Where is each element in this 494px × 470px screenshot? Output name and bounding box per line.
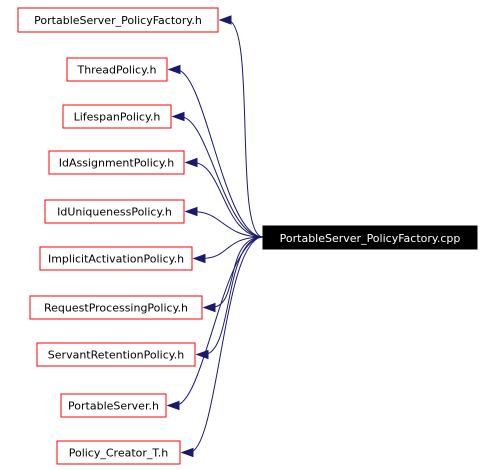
include-node-threadpolicy-h[interactable]: ThreadPolicy.h bbox=[66, 57, 168, 82]
include-node-label: ThreadPolicy.h bbox=[76, 64, 156, 77]
arrowhead-icon bbox=[167, 64, 181, 75]
include-node-policy-creator-t-h[interactable]: Policy_Creator_T.h bbox=[56, 440, 181, 465]
include-node-box bbox=[29, 295, 203, 320]
include-node-iduniquenesspolicy-h[interactable]: IdUniquenessPolicy.h bbox=[44, 199, 185, 224]
include-node-box bbox=[39, 246, 193, 271]
arrowhead-icon bbox=[202, 302, 216, 313]
edge-lifespanpolicy-h bbox=[179, 116, 264, 238]
arrowhead-icon bbox=[195, 349, 209, 360]
include-node-label: ImplicitActivationPolicy.h bbox=[48, 253, 184, 266]
arrowhead-icon bbox=[184, 157, 198, 168]
include-node-box bbox=[44, 199, 185, 224]
arrowhead-icon bbox=[192, 253, 206, 264]
include-node-box bbox=[17, 7, 219, 33]
edge-portableserver-policyfactory-h bbox=[226, 19, 264, 238]
include-node-label: RequestProcessingPolicy.h bbox=[44, 302, 188, 315]
include-node-implicitactivationpolicy-h[interactable]: ImplicitActivationPolicy.h bbox=[39, 246, 193, 271]
include-node-box bbox=[56, 440, 181, 465]
edges-layer bbox=[166, 15, 264, 458]
edge-requestprocessingpolicy-h bbox=[210, 236, 264, 308]
include-node-box bbox=[48, 150, 185, 175]
include-node-box bbox=[66, 57, 168, 82]
edge-policy-creator-t-h bbox=[188, 236, 264, 453]
edge-iduniquenesspolicy-h bbox=[192, 211, 264, 238]
root-node-source-file[interactable]: PortableServer_PolicyFactory.cpp bbox=[262, 225, 478, 250]
include-node-label: PortableServer.h bbox=[68, 400, 159, 413]
include-node-label: ServantRetentionPolicy.h bbox=[48, 349, 184, 362]
include-node-portableserver-policyfactory-h[interactable]: PortableServer_PolicyFactory.h bbox=[17, 7, 219, 33]
include-node-servantretentionpolicy-h[interactable]: ServantRetentionPolicy.h bbox=[36, 342, 196, 367]
include-node-label: LifespanPolicy.h bbox=[74, 111, 161, 124]
include-node-label: IdAssignmentPolicy.h bbox=[59, 157, 175, 170]
include-node-label: Policy_Creator_T.h bbox=[69, 447, 169, 460]
root-node-label: PortableServer_PolicyFactory.cpp bbox=[280, 232, 461, 245]
arrowhead-icon bbox=[166, 400, 180, 411]
arrowhead-icon bbox=[171, 111, 185, 122]
include-node-lifespanpolicy-h[interactable]: LifespanPolicy.h bbox=[62, 104, 172, 129]
nodes-layer: PortableServer_PolicyFactory.cpp Portabl… bbox=[17, 7, 478, 465]
include-node-box bbox=[36, 342, 196, 367]
root-node-box bbox=[262, 225, 478, 250]
arrowhead-icon bbox=[180, 447, 194, 458]
include-node-label: IdUniquenessPolicy.h bbox=[57, 206, 172, 219]
include-node-box bbox=[60, 393, 167, 418]
arrowhead-icon bbox=[184, 206, 198, 217]
edge-idassignmentpolicy-h bbox=[192, 162, 264, 238]
include-node-label: PortableServer_PolicyFactory.h bbox=[34, 14, 202, 27]
edge-servantretentionpolicy-h bbox=[203, 236, 264, 355]
include-node-portableserver-h[interactable]: PortableServer.h bbox=[60, 393, 167, 418]
include-node-idassignmentpolicy-h[interactable]: IdAssignmentPolicy.h bbox=[48, 150, 185, 175]
include-node-requestprocessingpolicy-h[interactable]: RequestProcessingPolicy.h bbox=[29, 295, 203, 320]
edge-implicitactivationpolicy-h bbox=[200, 236, 264, 259]
edge-threadpolicy-h bbox=[175, 69, 264, 238]
include-node-box bbox=[62, 104, 172, 129]
arrowhead-icon bbox=[218, 15, 232, 25]
edge-portableserver-h bbox=[174, 236, 264, 406]
